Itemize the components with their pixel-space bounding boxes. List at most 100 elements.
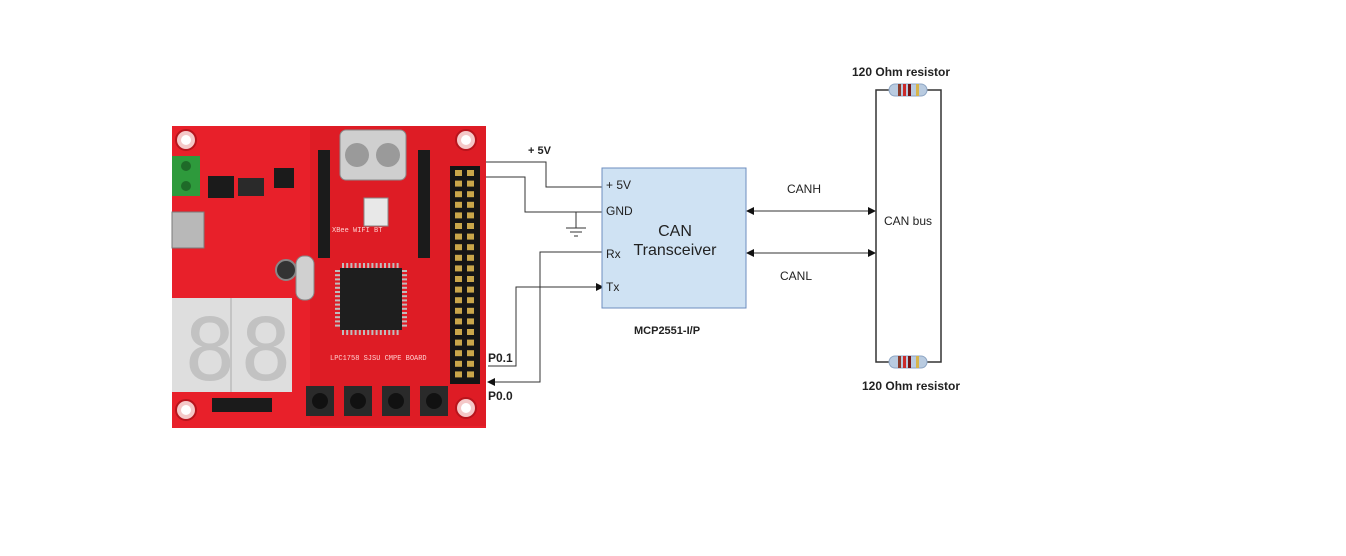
bottom-header <box>212 398 272 412</box>
chip-leg <box>392 263 395 268</box>
can-bus-label: CAN bus <box>884 214 932 228</box>
chip-leg <box>402 312 407 314</box>
dev-board: XBee WIFI BT LPC1758 SJSU CMPE BOARD 8 8 <box>171 126 486 428</box>
transceiver-box <box>601 167 747 309</box>
wire-rx-p00 <box>492 251 602 383</box>
pin-label-tx: Tx <box>606 280 619 294</box>
chip-leg <box>384 263 386 268</box>
slide-switch <box>363 197 389 227</box>
chip-leg <box>388 330 391 335</box>
chip-leg <box>350 263 353 268</box>
component <box>274 168 294 188</box>
transceiver-title-line2: Transceiver <box>634 242 718 259</box>
transceiver-title-line1: CAN <box>658 223 692 240</box>
pin-label-rx: Rx <box>606 247 621 261</box>
header-pin <box>467 297 474 304</box>
header-pin <box>455 180 462 187</box>
header-pin <box>455 339 462 346</box>
arrow-tx <box>596 283 604 291</box>
chip-leg <box>402 286 407 289</box>
chip-leg <box>371 330 374 335</box>
svg-text:8: 8 <box>240 301 292 401</box>
push-buttons <box>306 386 448 416</box>
header-pin <box>455 244 462 251</box>
header-pin <box>467 180 474 187</box>
header-pin <box>467 223 474 229</box>
chip-leg <box>371 263 374 268</box>
header-pin <box>467 191 474 198</box>
resistor-top-label: 120 Ohm resistor <box>852 65 950 79</box>
chip-leg <box>358 263 361 268</box>
arrow-p00 <box>487 378 495 386</box>
chip-leg <box>384 330 386 335</box>
header-pin <box>467 201 474 208</box>
terminal-block <box>172 156 200 196</box>
chip-leg <box>363 263 365 268</box>
chip-leg <box>358 330 361 335</box>
arrow-canh-right <box>868 207 876 215</box>
chip-leg <box>402 274 407 277</box>
chip-leg <box>402 324 407 327</box>
header-pin <box>467 318 474 325</box>
chip-leg <box>346 263 349 268</box>
chip-leg <box>335 274 340 277</box>
chip-leg <box>375 263 378 268</box>
header-pin <box>467 371 474 378</box>
header-pin <box>467 339 474 346</box>
chip-silkscreen: LPC1758 SJSU CMPE BOARD <box>330 355 427 363</box>
pin-label-p01: P0.1 <box>488 351 513 365</box>
chip-leg <box>335 303 340 306</box>
chip-leg <box>354 263 357 268</box>
chip-leg <box>379 330 382 335</box>
header-pin <box>467 212 474 219</box>
resistor-top <box>888 83 928 97</box>
mounting-holes <box>175 129 477 421</box>
header-pin <box>467 276 474 282</box>
chip-leg <box>350 330 353 335</box>
chip-leg <box>335 299 340 302</box>
pin-label-gnd: GND <box>606 204 633 218</box>
arrowheads <box>487 207 876 386</box>
pin-label-p00: P0.0 <box>488 389 513 403</box>
chip-leg <box>367 330 370 335</box>
header-pin <box>455 254 462 261</box>
mcu-chip <box>335 263 407 335</box>
chip-leg <box>335 278 340 281</box>
chip-leg <box>335 320 340 323</box>
chip-leg <box>402 282 407 285</box>
header-pin <box>467 307 474 314</box>
arrow-canh-left <box>746 207 754 215</box>
transceiver-part-number: MCP2551-I/P <box>634 325 700 337</box>
chip-leg <box>335 316 340 319</box>
component <box>208 176 234 198</box>
header-pin <box>455 360 462 367</box>
seven-segment-display: 8 8 <box>172 298 292 401</box>
header-pin <box>455 265 462 272</box>
xbee-silkscreen: XBee WIFI BT <box>332 227 382 235</box>
chip-leg <box>402 299 407 302</box>
header-pin <box>467 360 474 367</box>
chip-leg <box>402 295 407 298</box>
header-pin <box>467 244 474 251</box>
header-pin <box>455 286 462 293</box>
chip-leg <box>392 330 395 335</box>
wires <box>486 161 870 383</box>
can-bus: CAN bus <box>875 89 942 363</box>
chip-leg <box>335 312 340 314</box>
chip-leg <box>342 330 344 335</box>
wire-gnd <box>486 176 602 213</box>
chip-leg <box>346 330 349 335</box>
header-pin <box>455 350 462 357</box>
chip-leg <box>335 291 340 293</box>
pin-label-vcc: + 5V <box>606 178 631 192</box>
header-pin <box>455 329 462 335</box>
chip-leg <box>402 303 407 306</box>
header-pin <box>455 170 462 176</box>
chip-leg <box>335 286 340 289</box>
usb-connector <box>171 211 205 249</box>
header-pin <box>455 297 462 304</box>
chip-leg <box>402 278 407 281</box>
chip-leg <box>402 320 407 323</box>
battery-holder <box>339 129 407 181</box>
